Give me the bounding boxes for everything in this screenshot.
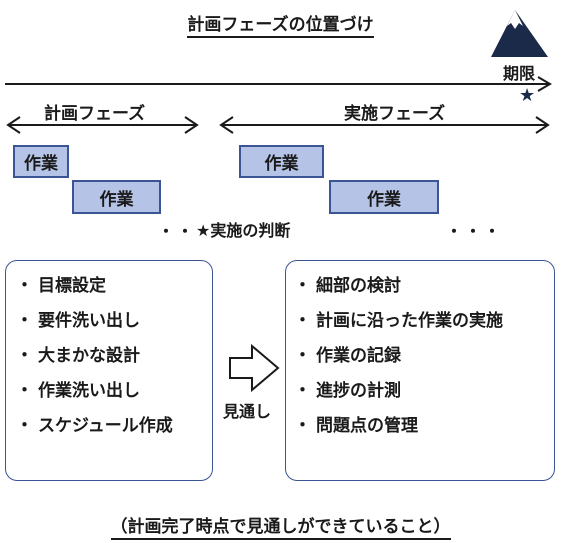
ellipsis-right: ・・・ <box>446 222 504 241</box>
planning-activities-box: ・目標設定 ・要件洗い出し ・大まかな設計 ・作業洗い出し ・スケジュール作成 <box>5 260 213 481</box>
execution-activities-box: ・細部の検討 ・計画に沿った作業の実施 ・作業の記録 ・進捗の計測 ・問題点の管… <box>285 260 555 481</box>
list-item: ・スケジュール作成 <box>16 416 173 436</box>
planning-task-2: 作業 <box>72 180 161 214</box>
list-item: ・要件洗い出し <box>16 311 140 331</box>
decision-label: ★実施の判断 <box>196 221 291 240</box>
execution-activities-list: ・細部の検討 ・計画に沿った作業の実施 ・作業の記録 ・進捗の計測 ・問題点の管… <box>286 261 554 444</box>
planning-activities-list: ・目標設定 ・要件洗い出し ・大まかな設計 ・作業洗い出し ・スケジュール作成 <box>6 261 212 444</box>
footer-note: （計画完了時点で見通しができていること） <box>0 512 561 540</box>
list-item: ・計画に沿った作業の実施 <box>294 311 503 331</box>
execution-task-1: 作業 <box>239 145 324 178</box>
execution-phase-arrow <box>219 116 550 134</box>
planning-phase-arrow <box>6 116 199 134</box>
ellipsis-left: ・・・ <box>158 222 216 241</box>
footer-note-text: （計画完了時点で見通しができていること） <box>110 517 451 540</box>
list-item: ・作業洗い出し <box>16 381 140 401</box>
list-item: ・作業の記録 <box>294 346 401 366</box>
execution-task-2: 作業 <box>329 180 439 214</box>
execution-phase-label: 実施フェーズ <box>340 99 450 124</box>
diagram-title: 計画フェーズの位置づけ <box>0 10 561 38</box>
timeline-arrow <box>5 76 552 92</box>
list-item: ・進捗の計測 <box>294 381 401 401</box>
list-item: ・目標設定 <box>16 276 106 296</box>
list-item: ・問題点の管理 <box>294 416 418 436</box>
diagram-title-text: 計画フェーズの位置づけ <box>187 15 374 38</box>
deadline-star: ★ <box>519 85 536 106</box>
planning-phase-label: 計画フェーズ <box>40 99 150 124</box>
list-item: ・大まかな設計 <box>16 346 140 366</box>
mountain-icon <box>491 10 548 57</box>
deadline-label: 期限 <box>503 64 536 83</box>
outlook-arrow <box>229 343 280 393</box>
planning-task-1: 作業 <box>13 145 69 178</box>
list-item: ・細部の検討 <box>294 276 401 296</box>
outlook-label: 見通し <box>223 402 272 421</box>
